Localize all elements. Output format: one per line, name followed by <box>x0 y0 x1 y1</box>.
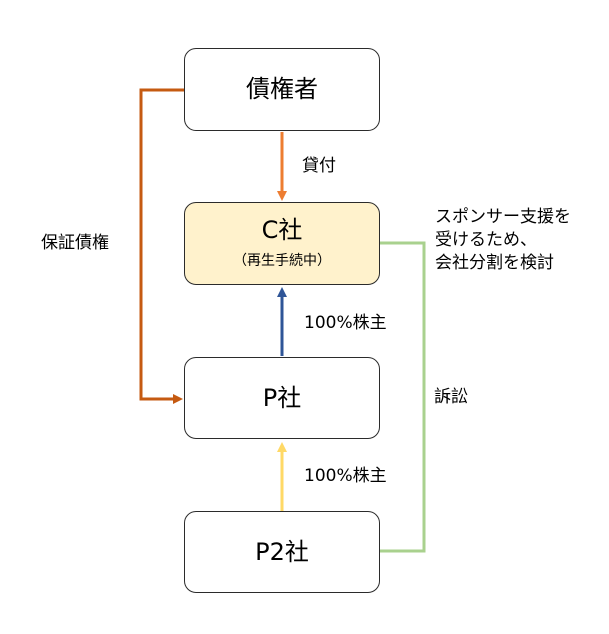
c-company-label: C社 <box>261 216 303 245</box>
sponsor-annotation: スポンサー支援を 受けるため、 会社分割を検討 <box>435 206 571 275</box>
lawsuit-label: 訴訟 <box>434 387 468 407</box>
annotation-line: 会社分割を検討 <box>435 252 554 273</box>
p-shareholder-label: 100%株主 <box>304 466 387 486</box>
c-company-node: C社 （再生手続中） <box>184 202 380 285</box>
creditor-node: 債権者 <box>184 48 380 131</box>
c-shareholder-label: 100%株主 <box>304 313 387 333</box>
p-company-node: P社 <box>184 357 380 439</box>
lawsuit-line <box>379 241 426 553</box>
loan-label: 貸付 <box>302 156 336 176</box>
p2-company-label: P2社 <box>255 537 309 566</box>
creditor-label: 債権者 <box>246 75 318 104</box>
p-company-label: P社 <box>262 383 302 412</box>
c-company-sublabel: （再生手続中） <box>233 252 331 269</box>
guarantee-label: 保証債権 <box>41 233 109 253</box>
annotation-line: スポンサー支援を <box>435 207 571 227</box>
annotation-line: 受けるため、 <box>435 229 537 250</box>
guarantee-arrow <box>139 88 186 404</box>
p2-company-node: P2社 <box>184 511 380 593</box>
